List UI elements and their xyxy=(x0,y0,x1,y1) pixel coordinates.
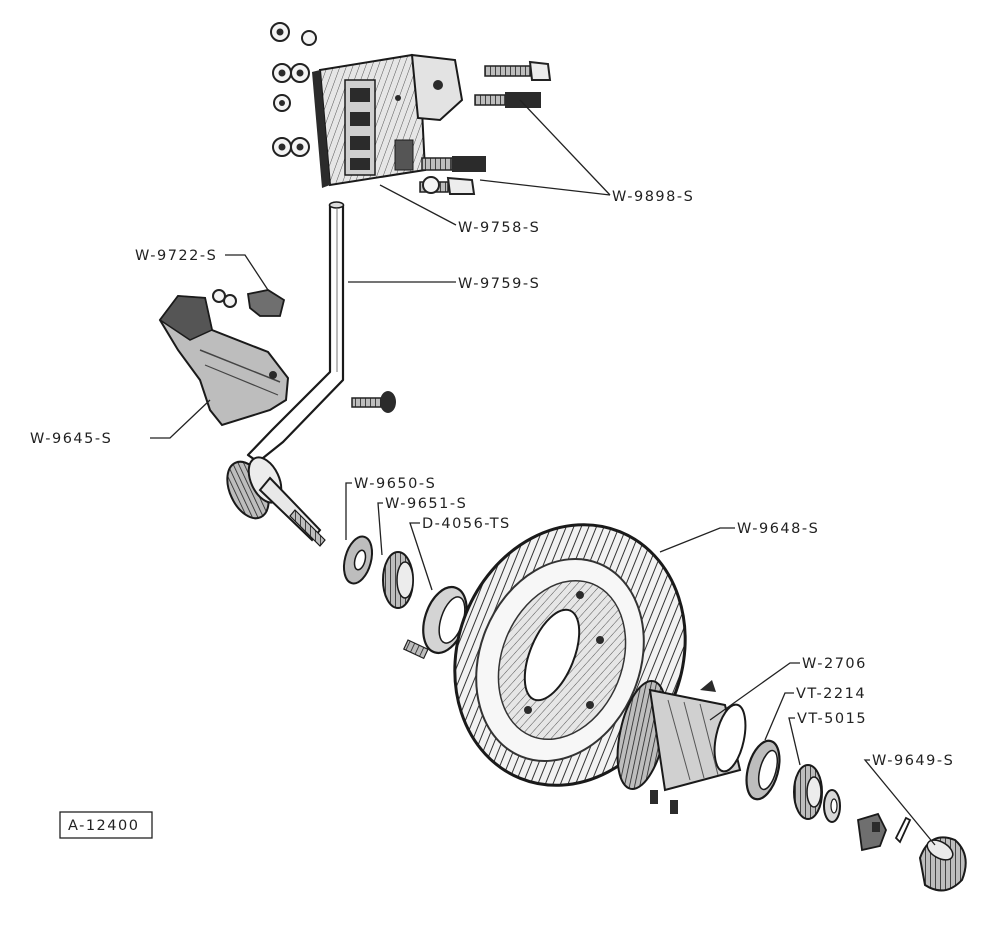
scraper-clip xyxy=(212,289,286,317)
leader-lines xyxy=(150,99,936,846)
label-w-9649-s: W-9649-S xyxy=(872,753,954,769)
carriage-bolt xyxy=(351,391,396,413)
label-vt-2214: VT-2214 xyxy=(796,686,866,702)
spindle-washer-outer xyxy=(823,789,841,823)
hub-bolts xyxy=(650,790,678,814)
label-w-9651-s: W-9651-S xyxy=(385,496,467,512)
bolts-and-set-screws xyxy=(419,60,552,195)
figure-number: A-12400 xyxy=(68,818,139,834)
spindle-arm xyxy=(226,201,345,547)
spindle-washer xyxy=(342,535,374,585)
label-w-2706: W-2706 xyxy=(802,656,867,672)
label-w-9759-s: W-9759-S xyxy=(458,276,540,292)
cotter-pin xyxy=(894,816,912,844)
scraper xyxy=(158,294,290,427)
hub-cap xyxy=(918,836,967,892)
castle-nut xyxy=(857,812,887,852)
grease-fitting xyxy=(402,639,429,660)
inner-bearing-cone xyxy=(382,551,414,609)
label-w-9648-s: W-9648-S xyxy=(737,521,819,537)
label-w-9645-s: W-9645-S xyxy=(30,431,112,447)
outer-bearing-cone xyxy=(793,764,823,820)
label-w-9650-s: W-9650-S xyxy=(354,476,436,492)
callout-labels: W-9898-S W-9758-S W-9722-S W-9759-S W-96… xyxy=(30,189,954,769)
outer-bearing-cup xyxy=(745,739,781,801)
label-w-9898-s: W-9898-S xyxy=(612,189,694,205)
label-vt-5015: VT-5015 xyxy=(797,711,867,727)
mounting-bracket xyxy=(312,53,464,188)
figure-number-plate: A-12400 xyxy=(59,811,153,839)
label-d-4056-ts: D-4056-TS xyxy=(422,516,511,532)
label-w-9722-s: W-9722-S xyxy=(135,248,217,264)
hex-nuts-and-washers xyxy=(270,22,317,157)
label-w-9758-s: W-9758-S xyxy=(458,220,540,236)
